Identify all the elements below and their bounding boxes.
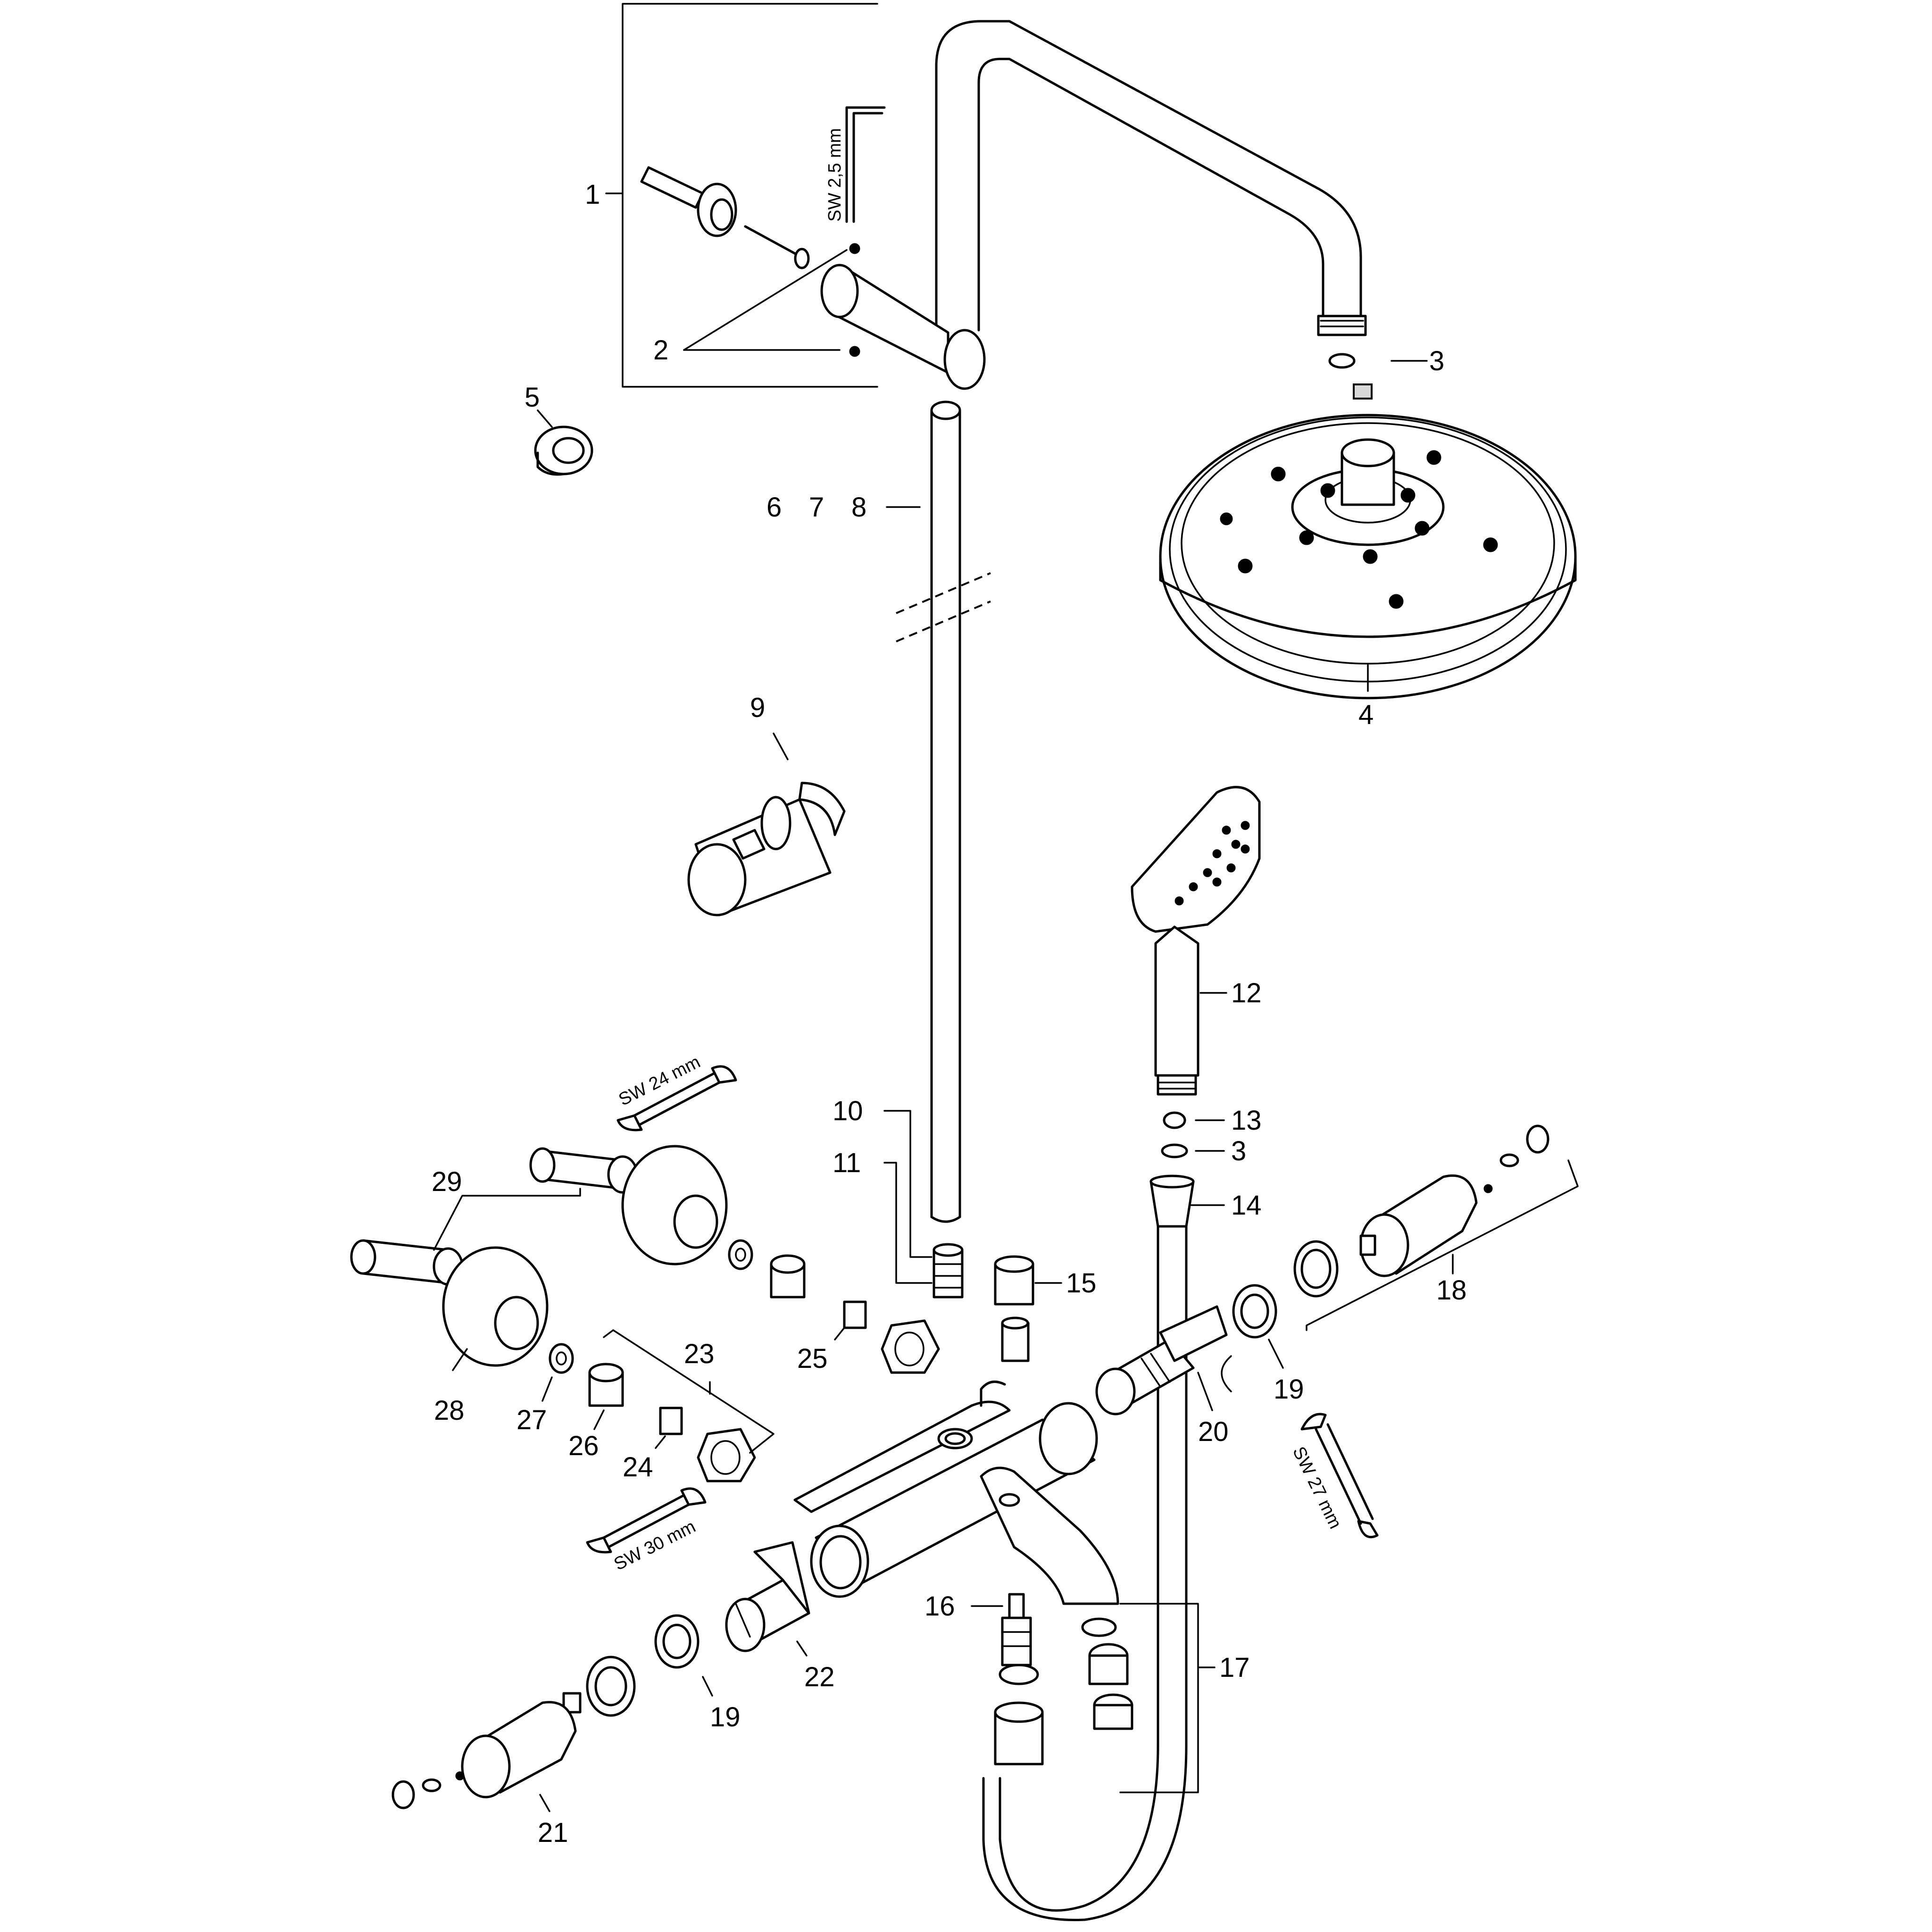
nut-upper: [881, 1319, 940, 1374]
washer-upper: [728, 1239, 753, 1270]
callout-10: 10: [833, 1096, 863, 1126]
callout-22: 22: [804, 1662, 835, 1692]
wrench-30-size: SW 30 mm: [611, 1516, 699, 1574]
callout-20: 20: [1198, 1416, 1229, 1447]
hand-shower-holder: [687, 782, 846, 916]
callout-14: 14: [1231, 1190, 1262, 1221]
adapter-10-11: [933, 1243, 964, 1299]
s-connector-lower: [350, 1239, 464, 1286]
spray-nozzles: [1174, 821, 1250, 906]
callout-16: 16: [924, 1591, 955, 1622]
cap-15: [994, 1255, 1034, 1362]
head-connector: [1353, 383, 1373, 400]
wall-rosette-5: [534, 425, 593, 476]
callout-29: 29: [432, 1166, 462, 1197]
callout-11: 11: [833, 1148, 861, 1178]
shower-arm-pipe: [935, 20, 1367, 336]
allen-key-icon: [845, 106, 886, 223]
callout-23: 23: [684, 1339, 715, 1369]
flow-cartridge-22: [725, 1541, 810, 1652]
callout-13: 13: [1231, 1105, 1262, 1136]
thermostat-body: [793, 1380, 1119, 1605]
thermostat-cartridge: [1095, 1305, 1228, 1416]
wall-anchor-screw: [640, 166, 810, 269]
callout-5: 5: [525, 382, 540, 413]
callout-25: 25: [797, 1343, 828, 1374]
open-end-wrench-icon: [586, 1487, 707, 1554]
hex-key-size: SW 2,5 mm: [825, 128, 845, 222]
ring-19-left: [654, 1614, 700, 1669]
hand-shower: [1131, 786, 1261, 1096]
diverter-cartridge: [1001, 1593, 1032, 1666]
riser-rail: [896, 400, 991, 1223]
check-valve-24: [659, 1407, 683, 1435]
callout-8: 8: [851, 492, 866, 523]
open-end-wrench-icon: [1300, 1413, 1379, 1539]
nut-lower: [697, 1428, 756, 1482]
callout-26: 26: [568, 1431, 599, 1461]
hose-nut: [994, 1664, 1044, 1765]
nipple-26: [588, 1363, 624, 1407]
overhead-shower: [1159, 414, 1577, 700]
washer-27: [549, 1343, 574, 1374]
retaining-clip: [1221, 1355, 1232, 1392]
callout-27: 27: [516, 1405, 547, 1435]
nipple-upper: [770, 1254, 806, 1299]
rosette-upper: [621, 1145, 728, 1266]
nozzle-dots: [1220, 450, 1498, 609]
filter-13: [1163, 1111, 1186, 1129]
wall-bracket: [820, 243, 986, 390]
callout-9: 9: [750, 692, 765, 723]
flow-handle-21: [391, 1656, 636, 1809]
callout-4: 4: [1358, 700, 1374, 730]
spout-aerator: [1081, 1617, 1133, 1730]
check-valve-25: [843, 1300, 867, 1329]
bracket-kit-frame: [622, 3, 878, 388]
callout-6: 6: [766, 492, 782, 523]
callout-1: 1: [585, 179, 600, 210]
callout-3-top: 3: [1429, 346, 1444, 376]
callout-17: 17: [1219, 1652, 1250, 1683]
open-end-wrench-icon: [616, 1065, 737, 1132]
callout-24: 24: [623, 1452, 653, 1482]
callout-12: 12: [1231, 978, 1262, 1008]
seal-ring-3: [1161, 1143, 1188, 1158]
shower-hose: [982, 1174, 1195, 1922]
rosette-28: [442, 1246, 549, 1367]
callout-19-right: 19: [1274, 1374, 1304, 1405]
callout-3-bottom: 3: [1231, 1136, 1246, 1166]
temperature-handle: [1293, 1124, 1549, 1298]
s-connector-upper: [529, 1147, 638, 1194]
ring-19-right: [1232, 1284, 1277, 1339]
callout-7: 7: [809, 492, 824, 523]
callout-28: 28: [434, 1395, 465, 1426]
callout-2: 2: [653, 335, 668, 366]
callout-19-left: 19: [710, 1702, 741, 1732]
wrench-27-size: SW 27 mm: [1289, 1444, 1345, 1532]
callout-15: 15: [1066, 1268, 1097, 1299]
seal-ring: [1328, 353, 1356, 369]
callout-21: 21: [538, 1817, 568, 1848]
callout-18: 18: [1436, 1275, 1467, 1306]
